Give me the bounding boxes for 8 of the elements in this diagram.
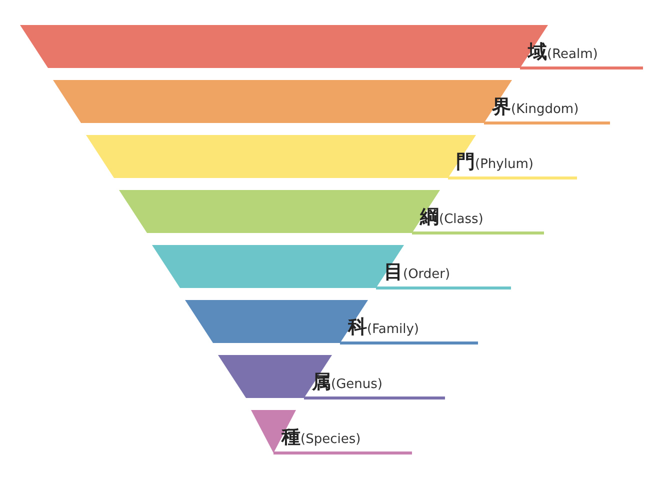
rank-label: 界(Kingdom) bbox=[492, 97, 579, 120]
rank-label: 目(Order) bbox=[384, 262, 450, 285]
rank-label: 属(Genus) bbox=[312, 372, 382, 395]
rank-label: 科(Family) bbox=[348, 317, 419, 340]
rank-label: 種(Species) bbox=[282, 427, 361, 450]
rank-label: 域(Realm) bbox=[528, 42, 598, 65]
rank-label: 綱(Class) bbox=[420, 207, 484, 230]
rank-label: 門(Phylum) bbox=[456, 152, 534, 175]
